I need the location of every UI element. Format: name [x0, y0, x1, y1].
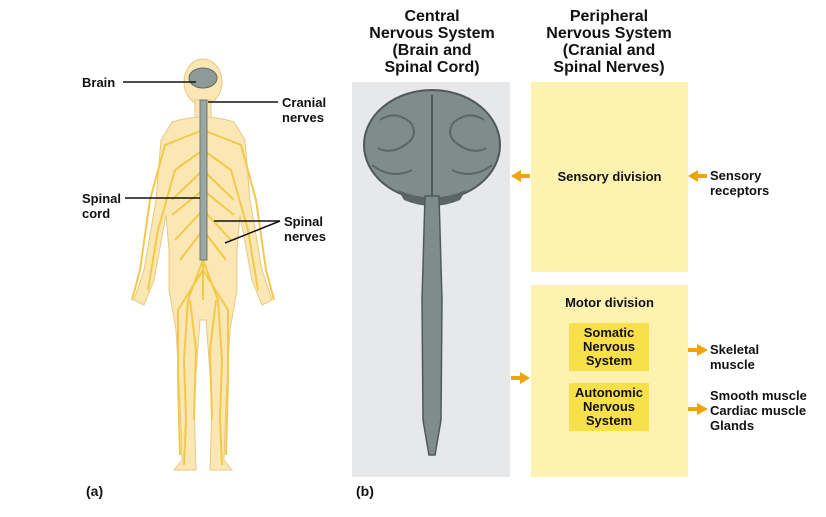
sensory-receptors-label: Sensory receptors	[710, 168, 770, 198]
spinal-cord-label: Spinal cord	[82, 191, 122, 221]
nerve-network	[131, 105, 275, 466]
cns-brain-illustration	[363, 89, 501, 206]
panel-b-label: (b)	[356, 483, 374, 499]
cns-spinal-cord-illustration	[421, 195, 443, 456]
pns-heading: Peripheral Nervous System (Cranial and S…	[546, 8, 672, 76]
panel-a-label: (a)	[86, 483, 104, 499]
motor-division-box: Motor division Somatic Nervous System Au…	[531, 285, 688, 477]
autonomic-nervous-system-box: Autonomic Nervous System	[569, 383, 649, 431]
arrow-sensory-to-cns	[511, 170, 530, 182]
somatic-nervous-system-box: Somatic Nervous System	[569, 323, 649, 371]
sensory-division-box: Sensory division	[531, 82, 688, 272]
sensory-division-label: Sensory division	[557, 169, 662, 184]
brain-shape	[188, 67, 218, 89]
motor-division-label: Motor division	[565, 295, 654, 310]
brain-label: Brain	[82, 75, 116, 90]
spinal-cord-shape	[199, 99, 208, 261]
spinal-nerves-label: Spinal nerves	[284, 214, 326, 244]
arrow-receptors-to-sensory	[688, 170, 707, 182]
cns-heading: Central Nervous System (Brain and Spinal…	[369, 8, 495, 76]
leader-lines	[123, 81, 281, 244]
cranial-nerves-label: Cranial nerves	[282, 95, 327, 125]
arrow-cns-to-motor	[511, 372, 530, 384]
autonomic-targets-label: Smooth muscle Cardiac muscle Glands	[710, 388, 807, 433]
skeletal-muscle-label: Skeletal muscle	[710, 342, 760, 372]
